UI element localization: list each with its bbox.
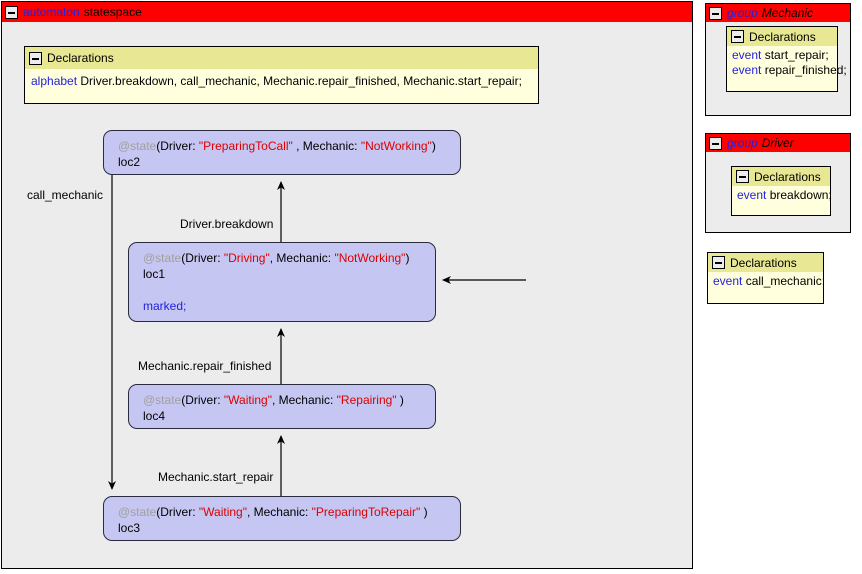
collapse-minus-icon[interactable] bbox=[29, 51, 42, 65]
state-param-value: "NotWorking" bbox=[360, 139, 432, 153]
declarations-title: Declarations bbox=[47, 51, 114, 65]
state-signature: @state(Driver: "PreparingToCall" , Mecha… bbox=[118, 138, 460, 154]
state-param-label: , Mechanic: bbox=[292, 139, 361, 153]
event-keyword: event bbox=[732, 48, 762, 62]
state-param-label: (Driver: bbox=[156, 139, 199, 153]
state-node-loc2[interactable]: @state(Driver: "PreparingToCall" , Mecha… bbox=[103, 130, 461, 175]
group-name: Mechanic bbox=[761, 6, 814, 20]
collapse-minus-icon[interactable] bbox=[736, 170, 749, 183]
state-signature: @state(Driver: "Driving", Mechanic: "Not… bbox=[143, 250, 435, 266]
declaration-line: event call_mechanic; bbox=[713, 274, 825, 289]
group-name: Driver bbox=[761, 136, 794, 150]
group-mechanic-titlebar[interactable]: group Mechanic bbox=[706, 4, 850, 22]
state-param-label: (Driver: bbox=[181, 393, 224, 407]
state-param-label: ) bbox=[405, 251, 410, 265]
declarations-body: event start_repair; event repair_finishe… bbox=[727, 46, 847, 82]
declaration-line: event repair_finished; bbox=[732, 63, 847, 78]
event-keyword: event bbox=[737, 188, 767, 202]
automaton-declarations-box[interactable]: Declarations alphabet Driver.breakdown, … bbox=[24, 46, 539, 104]
state-param-value: "NotWorking" bbox=[334, 251, 406, 265]
declarations-body: event call_mechanic; bbox=[708, 272, 825, 293]
event-name: start_repair; bbox=[764, 48, 829, 62]
state-param-label: (Driver: bbox=[181, 251, 224, 265]
collapse-minus-icon[interactable] bbox=[731, 30, 744, 43]
declarations-title: Declarations bbox=[749, 29, 816, 44]
edge-label-mechanic-repair-finished: Mechanic.repair_finished bbox=[138, 359, 272, 373]
state-node-loc4[interactable]: @state(Driver: "Waiting", Mechanic: "Rep… bbox=[128, 384, 436, 429]
automaton-keyword: automaton bbox=[23, 5, 80, 19]
state-param-label: , Mechanic: bbox=[246, 505, 312, 519]
state-annotation: @state bbox=[118, 139, 157, 153]
state-id-label: loc2 bbox=[118, 155, 141, 169]
declarations-header[interactable]: Declarations bbox=[25, 47, 538, 69]
collapse-minus-icon[interactable] bbox=[712, 256, 725, 269]
edge-label-mechanic-start-repair: Mechanic.start_repair bbox=[158, 470, 274, 484]
state-param-value: "Waiting" bbox=[198, 505, 247, 519]
group-mechanic[interactable]: group Mechanic Declarations event start_… bbox=[705, 3, 851, 116]
group-driver-titlebar[interactable]: group Driver bbox=[706, 134, 850, 152]
state-id-label: loc3 bbox=[118, 521, 141, 535]
state-param-value: "Driving" bbox=[223, 251, 270, 265]
state-marked-label: marked; bbox=[143, 299, 187, 313]
automaton-frame[interactable]: automaton statespace Declarations alphab… bbox=[1, 1, 693, 569]
state-annotation: @state bbox=[143, 393, 182, 407]
group-keyword: group bbox=[727, 6, 758, 20]
state-node-loc1[interactable]: @state(Driver: "Driving", Mechanic: "Not… bbox=[128, 242, 436, 322]
event-keyword: event bbox=[713, 274, 743, 288]
state-signature: @state(Driver: "Waiting", Mechanic: "Rep… bbox=[143, 392, 435, 408]
edge-label-call-mechanic: call_mechanic bbox=[27, 188, 104, 202]
alphabet-keyword: alphabet bbox=[31, 74, 78, 88]
state-signature: @state(Driver: "Waiting", Mechanic: "Pre… bbox=[118, 504, 460, 520]
event-keyword: event bbox=[732, 63, 762, 77]
alphabet-list: Driver.breakdown, call_mechanic, Mechani… bbox=[80, 74, 522, 88]
state-param-value: "PreparingToRepair" bbox=[311, 505, 421, 519]
declarations-title: Declarations bbox=[730, 255, 797, 270]
edge-label-driver-breakdown: Driver.breakdown bbox=[180, 217, 274, 231]
declarations-header[interactable]: Declarations bbox=[732, 167, 830, 186]
state-param-label: , Mechanic: bbox=[271, 393, 337, 407]
mechanic-declarations-box[interactable]: Declarations event start_repair; event r… bbox=[726, 26, 847, 92]
state-param-label: ) bbox=[420, 505, 428, 519]
state-node-loc3[interactable]: @state(Driver: "Waiting", Mechanic: "Pre… bbox=[103, 496, 461, 541]
state-param-label: , Mechanic: bbox=[269, 251, 335, 265]
group-driver[interactable]: group Driver Declarations event breakdow… bbox=[705, 133, 851, 233]
driver-declarations-box[interactable]: Declarations event breakdown; bbox=[731, 166, 832, 216]
automaton-name: statespace bbox=[83, 5, 142, 19]
collapse-minus-icon[interactable] bbox=[709, 6, 722, 20]
state-id-label: loc1 bbox=[143, 267, 166, 281]
declarations-title: Declarations bbox=[754, 169, 821, 184]
transition-edges bbox=[108, 175, 526, 496]
declarations-header[interactable]: Declarations bbox=[708, 253, 823, 272]
event-name: repair_finished; bbox=[764, 63, 847, 77]
group-keyword: group bbox=[727, 136, 758, 150]
state-param-value: "Waiting" bbox=[223, 393, 272, 407]
declaration-line: event start_repair; bbox=[732, 48, 832, 63]
collapse-minus-icon[interactable] bbox=[5, 5, 18, 19]
declarations-header[interactable]: Declarations bbox=[727, 27, 837, 46]
automaton-titlebar[interactable]: automaton statespace bbox=[2, 2, 692, 22]
state-param-label: ) bbox=[431, 139, 436, 153]
state-id-label: loc4 bbox=[143, 409, 166, 423]
state-param-value: "PreparingToCall" bbox=[198, 139, 293, 153]
state-annotation: @state bbox=[118, 505, 157, 519]
declaration-line: alphabet Driver.breakdown, call_mechanic… bbox=[31, 73, 532, 89]
declarations-body: alphabet Driver.breakdown, call_mechanic… bbox=[25, 69, 538, 94]
state-param-label: (Driver: bbox=[156, 505, 199, 519]
collapse-minus-icon[interactable] bbox=[709, 136, 722, 150]
state-annotation: @state bbox=[143, 251, 182, 265]
event-name: call_mechanic; bbox=[745, 274, 826, 288]
event-name: breakdown; bbox=[769, 188, 832, 202]
declaration-line: event breakdown; bbox=[737, 188, 832, 203]
state-param-value: "Repairing" bbox=[336, 393, 397, 407]
declarations-body: event breakdown; bbox=[732, 186, 832, 207]
state-param-label: ) bbox=[396, 393, 404, 407]
global-declarations-box[interactable]: Declarations event call_mechanic; bbox=[707, 252, 825, 304]
